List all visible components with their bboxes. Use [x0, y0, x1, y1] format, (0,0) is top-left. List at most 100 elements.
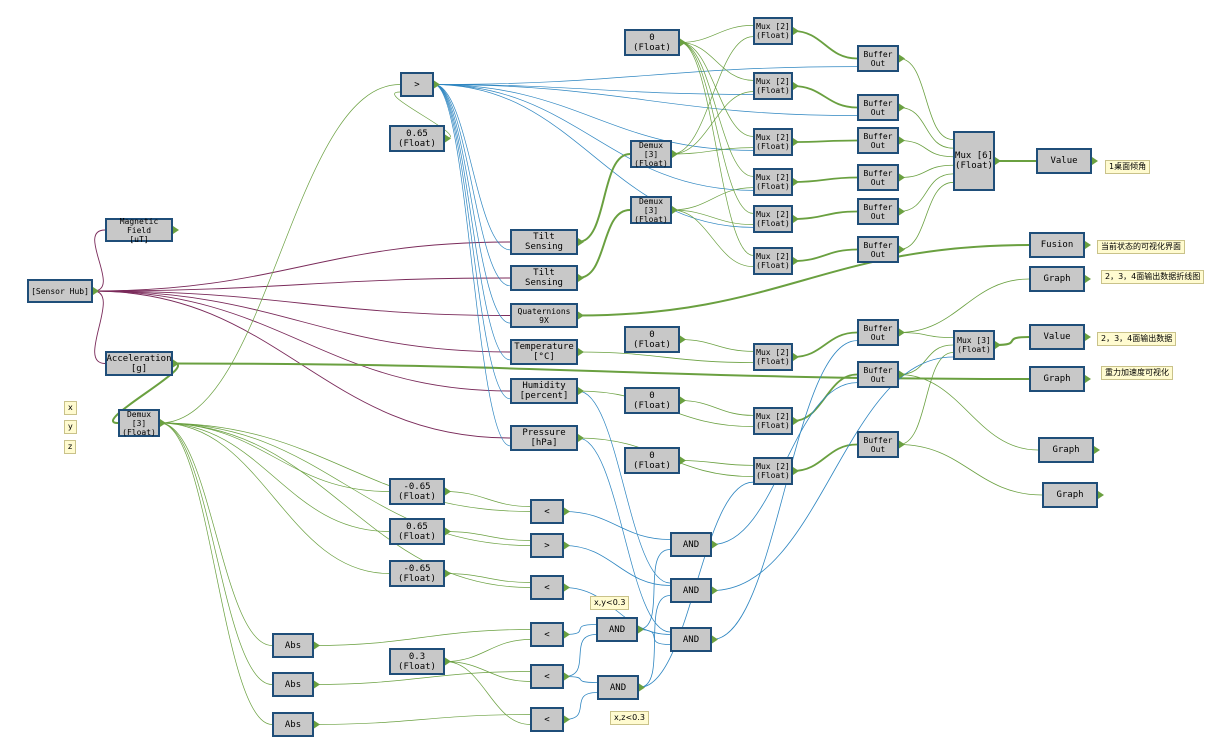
buffer-out-4-node[interactable]: Buffer Out [857, 164, 899, 191]
note-xz-condition: x,z<0.3 [610, 711, 649, 725]
mux3-node[interactable]: Mux [3] (Float) [953, 330, 995, 360]
output-port [672, 150, 678, 158]
output-port [793, 27, 799, 35]
wire-buffer-mux3 [898, 352, 954, 445]
graph-4-node[interactable]: Graph [1042, 482, 1098, 508]
lt-4-node[interactable]: < [530, 664, 564, 689]
mux2-8-node[interactable]: Mux [2] (Float) [753, 407, 793, 435]
and-1-node[interactable]: AND [670, 532, 712, 557]
c065-mid-node[interactable]: 0.65 (Float) [389, 518, 445, 545]
and-2-node[interactable]: AND [670, 578, 712, 603]
magnetic-field-node[interactable]: Magnetic Field [uT] [105, 217, 173, 244]
note-output-data: 2，3，4面输出数据 [1097, 332, 1177, 346]
wire-temp [577, 351, 754, 363]
wire-demux-accel [159, 422, 531, 546]
and-3-node[interactable]: AND [596, 617, 638, 642]
wire-mux3-value [994, 336, 1030, 346]
mux2-3-node[interactable]: Mux [2] (Float) [753, 128, 793, 156]
c065-top-node[interactable]: 0.65 (Float) [389, 125, 445, 152]
wire-demux-accel [159, 422, 390, 492]
fusion-node[interactable]: Fusion [1029, 232, 1085, 258]
abs-2-node[interactable]: Abs [272, 672, 314, 697]
quaternions-node[interactable]: Quaternions 9X [510, 303, 578, 328]
mux2-5-node[interactable]: Mux [2] (Float) [753, 205, 793, 233]
output-port [564, 672, 570, 681]
wire-demux-accel [159, 422, 390, 574]
wire-demux-accel [159, 422, 273, 685]
wire-zero [679, 460, 754, 466]
gt-top-node[interactable]: > [400, 72, 434, 97]
lt-2-node[interactable]: < [530, 575, 564, 600]
c03-node[interactable]: 0.3 (Float) [389, 648, 445, 675]
value-mid-node[interactable]: Value [1029, 324, 1085, 350]
buffer-out-7-node[interactable]: Buffer Out [857, 319, 899, 346]
output-port [712, 635, 718, 644]
pressure-node[interactable]: Pressure [hPa] [510, 425, 578, 451]
output-port [564, 507, 570, 516]
mux2-2-node[interactable]: Mux [2] (Float) [753, 72, 793, 100]
wire-abs [313, 714, 531, 725]
abs-1-node[interactable]: Abs [272, 633, 314, 658]
output-port [445, 569, 451, 578]
wire-sensor-hub [92, 290, 511, 353]
demux3-a-node[interactable]: Demux [3] (Float) [630, 140, 672, 168]
buffer-out-5-node[interactable]: Buffer Out [857, 198, 899, 225]
zero-top-node[interactable]: 0 (Float) [624, 29, 680, 56]
graph-3-node[interactable]: Graph [1038, 437, 1094, 463]
output-port [1085, 275, 1091, 283]
output-port [899, 207, 905, 216]
tilt-sensing-2-node[interactable]: Tilt Sensing [510, 265, 578, 291]
temperature-node[interactable]: Temperature [°C] [510, 339, 578, 365]
wire-tilt-demux [577, 153, 631, 243]
wire-logic [638, 595, 671, 688]
output-port [93, 287, 99, 295]
buffer-out-9-node[interactable]: Buffer Out [857, 431, 899, 458]
note-tilt-angle: 1桌面倾角 [1105, 160, 1151, 174]
wire-demux-b [671, 187, 754, 211]
gt-mid-node[interactable]: > [530, 533, 564, 558]
mux2-9-node[interactable]: Mux [2] (Float) [753, 457, 793, 485]
wire-accel-demux [112, 362, 179, 424]
and-4-node[interactable]: AND [670, 627, 712, 652]
output-port [899, 328, 905, 337]
wire-demux-accel [159, 422, 531, 588]
wire-mux-buffer [792, 176, 858, 183]
tilt-sensing-1-node[interactable]: Tilt Sensing [510, 229, 578, 255]
acceleration-node[interactable]: Acceleration [g] [105, 351, 173, 376]
humidity-node[interactable]: Humidity [percent] [510, 378, 578, 404]
lt-5-node[interactable]: < [530, 707, 564, 732]
buffer-out-3-node[interactable]: Buffer Out [857, 127, 899, 154]
demux3-b-node[interactable]: Demux [3] (Float) [630, 196, 672, 224]
buffer-out-8-node[interactable]: Buffer Out [857, 361, 899, 388]
zero-m1-node[interactable]: 0 (Float) [624, 326, 680, 353]
and-5-node[interactable]: AND [597, 675, 639, 700]
lt-3-node[interactable]: < [530, 622, 564, 647]
sensor-hub-node[interactable]: [Sensor Hub] [27, 279, 93, 303]
mux2-6-node[interactable]: Mux [2] (Float) [753, 247, 793, 275]
output-port [995, 341, 1001, 349]
graph-1-node[interactable]: Graph [1029, 266, 1085, 292]
output-port [445, 527, 451, 536]
wire-mux-buffer [792, 210, 858, 220]
mux2-4-node[interactable]: Mux [2] (Float) [753, 168, 793, 196]
buffer-out-2-node[interactable]: Buffer Out [857, 94, 899, 121]
wire-const [444, 661, 531, 682]
mux2-7-node[interactable]: Mux [2] (Float) [753, 343, 793, 371]
abs-3-node[interactable]: Abs [272, 712, 314, 737]
value-top-node[interactable]: Value [1036, 148, 1092, 174]
wire-sensor-hub [92, 277, 511, 292]
buffer-out-6-node[interactable]: Buffer Out [857, 236, 899, 263]
output-port [899, 103, 905, 112]
zero-m2-node[interactable]: 0 (Float) [624, 387, 680, 414]
graph-2-node[interactable]: Graph [1029, 366, 1085, 392]
mux6-node[interactable]: Mux [6] (Float) [953, 131, 995, 191]
cm065-1-node[interactable]: -0.65 (Float) [389, 478, 445, 505]
wire-logic [563, 634, 597, 677]
lt-1-node[interactable]: < [530, 499, 564, 524]
cm065-2-node[interactable]: -0.65 (Float) [389, 560, 445, 587]
zero-m3-node[interactable]: 0 (Float) [624, 447, 680, 474]
demux3-accel-node[interactable]: Demux [3] (Float) [118, 409, 160, 437]
mux2-1-node[interactable]: Mux [2] (Float) [753, 17, 793, 45]
buffer-out-1-node[interactable]: Buffer Out [857, 45, 899, 72]
output-port [578, 274, 584, 282]
